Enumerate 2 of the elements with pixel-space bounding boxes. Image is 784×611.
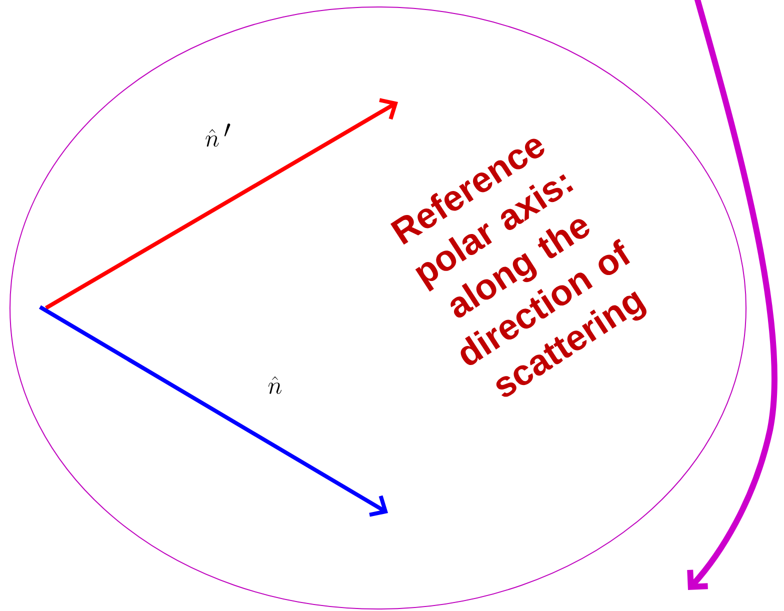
formula: $\hat{n}\,'$ <box>206 123 230 147</box>
formula: $\hat{n}$ <box>268 376 282 394</box>
